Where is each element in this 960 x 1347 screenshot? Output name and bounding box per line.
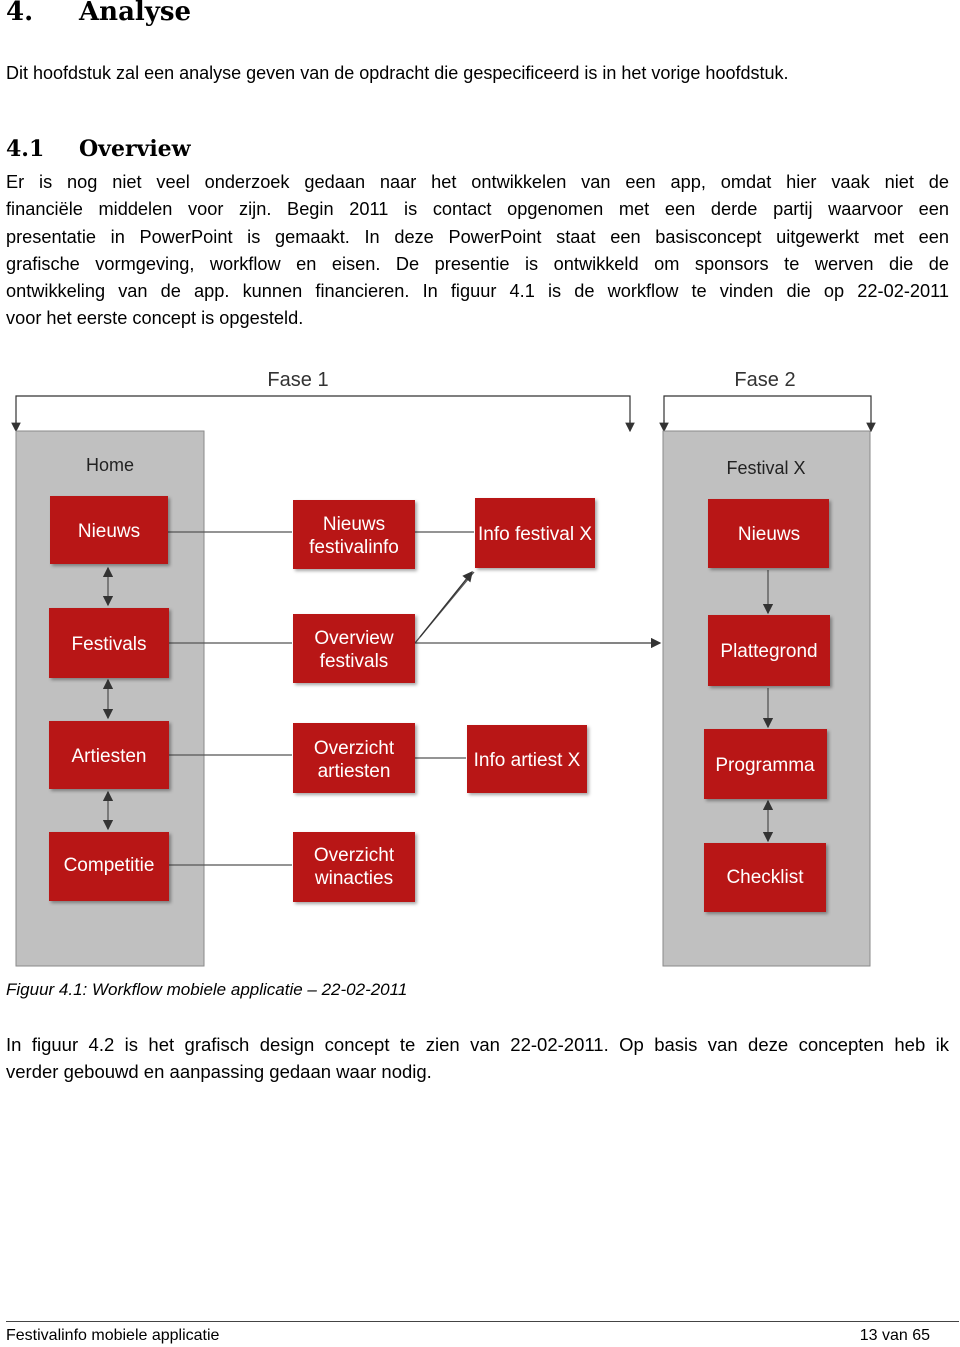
box-festivals	[49, 608, 169, 678]
label-info-artiest: Info artiest X	[474, 750, 581, 771]
box-competitie	[49, 832, 169, 901]
box-info-festival	[475, 498, 595, 568]
label-competitie: Competitie	[64, 855, 155, 876]
intro-paragraph: Dit hoofdstuk zal een analyse geven van …	[6, 63, 789, 83]
chapter-number: 4.	[6, 0, 34, 27]
box-nieuws-home	[50, 496, 168, 564]
label-nieuws-festivalinfo-2: festivalinfo	[309, 537, 399, 558]
label-programma: Programma	[715, 755, 815, 776]
footer-page-number: 13 van 65	[859, 1327, 930, 1344]
label-plattegrond: Plattegrond	[720, 641, 817, 662]
phase-2-label: Fase 2	[734, 369, 795, 391]
paragraph-line: ontwikkeling van de app. kunnen financie…	[6, 281, 949, 302]
section-number: 4.1	[6, 136, 45, 162]
section-heading: 4.1 Overview	[6, 134, 191, 164]
label-checklist: Checklist	[726, 867, 804, 888]
phase-1-bracket	[15, 395, 631, 428]
paragraph-line: Er is nog niet veel onderzoek gedaan naa…	[6, 172, 949, 192]
box-overview-festivals	[293, 614, 415, 683]
label-artiesten: Artiesten	[72, 746, 147, 767]
paragraph-line: voor het eerste concept is opgesteld.	[6, 308, 304, 329]
home-panel-title: Home	[86, 455, 134, 475]
box-info-artiest	[467, 725, 587, 793]
box-programma	[704, 729, 827, 799]
footer-divider	[6, 1321, 959, 1322]
label-nieuws-home: Nieuws	[78, 521, 140, 542]
label-overzicht-winacties-2: winacties	[314, 868, 393, 889]
chapter-title: Analyse	[79, 0, 192, 27]
box-overzicht-winacties	[293, 832, 415, 902]
label-festivals: Festivals	[72, 634, 147, 655]
chapter-heading: 4. Analyse	[6, 0, 191, 30]
paragraph-line: financiële middelen voor zijn. Begin 201…	[6, 199, 949, 220]
overview-paragraph: Er is nog niet veel onderzoek gedaan naa…	[6, 169, 949, 333]
box-nieuws-festivalinfo	[293, 500, 415, 569]
label-overzicht-artiesten-1: Overzicht	[314, 738, 395, 759]
label-nieuws-festival: Nieuws	[738, 524, 800, 545]
label-info-festival: Info festival X	[478, 524, 592, 545]
festival-panel-title: Festival X	[726, 458, 805, 478]
box-plattegrond	[708, 615, 830, 686]
paragraph-line: verder gebouwd en aanpassing gedaan waar…	[6, 1061, 432, 1082]
label-overview-festivals-1: Overview	[314, 628, 393, 649]
closing-paragraph: In figuur 4.2 is het grafisch design con…	[6, 1031, 949, 1085]
workflow-diagram: Fase 1 Fase 2 Home Festival X	[11, 369, 876, 967]
paragraph-line: presentatie in PowerPoint is gemaakt. In…	[6, 226, 949, 247]
phase-1-label: Fase 1	[267, 369, 328, 391]
footer-document-title: Festivalinfo mobiele applicatie	[6, 1327, 220, 1344]
label-nieuws-festivalinfo-1: Nieuws	[323, 514, 385, 535]
box-nieuws-festival	[708, 499, 829, 568]
section-title: Overview	[79, 136, 191, 162]
box-checklist	[704, 843, 826, 912]
box-artiesten	[49, 721, 169, 789]
label-overview-festivals-2: festivals	[320, 651, 389, 672]
phase-2-bracket	[663, 395, 872, 428]
label-overzicht-winacties-1: Overzicht	[314, 845, 395, 866]
box-overzicht-artiesten	[293, 723, 415, 793]
paragraph-line: grafische vormgeving, workflow en eisen.…	[6, 253, 949, 274]
label-overzicht-artiesten-2: artiesten	[318, 761, 391, 782]
paragraph-line: In figuur 4.2 is het grafisch design con…	[6, 1034, 949, 1055]
figure-caption: Figuur 4.1: Workflow mobiele applicatie …	[6, 980, 408, 999]
